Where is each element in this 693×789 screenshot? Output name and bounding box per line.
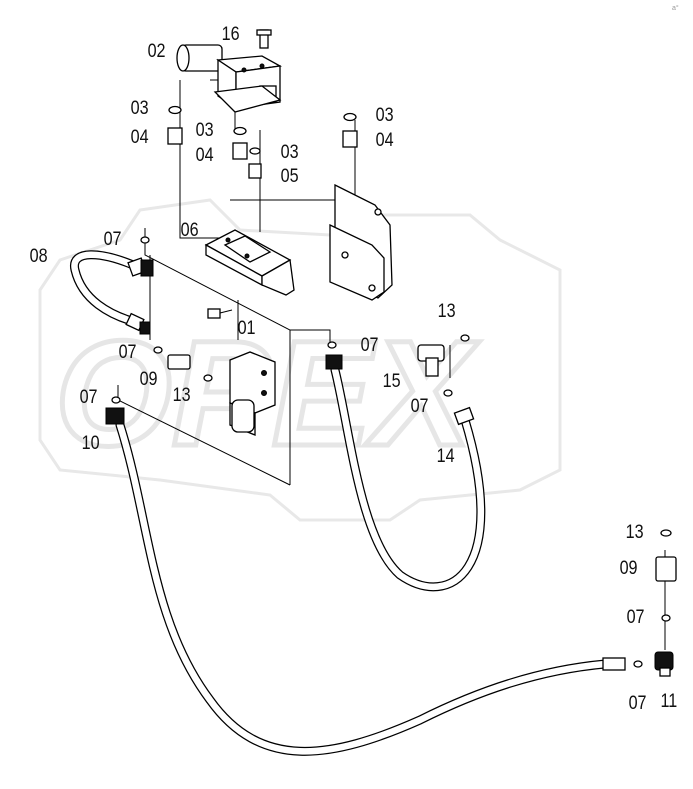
part-label: 13 bbox=[626, 521, 644, 543]
part-label: 08 bbox=[30, 245, 48, 267]
bracket bbox=[204, 229, 295, 296]
valve-assembly bbox=[176, 29, 283, 113]
part-label: 14 bbox=[437, 445, 455, 467]
part-label: 07 bbox=[80, 386, 98, 408]
part-label: 07 bbox=[411, 395, 429, 417]
corner-mark: a° bbox=[672, 4, 679, 12]
part-label: 04 bbox=[131, 126, 149, 148]
part-label: 11 bbox=[660, 690, 677, 712]
part-label: 02 bbox=[148, 40, 166, 62]
part-label: 03 bbox=[281, 141, 299, 163]
fittings-right bbox=[654, 529, 677, 677]
part-label: 03 bbox=[376, 104, 394, 126]
hose-14 bbox=[325, 341, 486, 592]
part-label: 09 bbox=[140, 368, 158, 390]
part-label: 07 bbox=[104, 228, 122, 250]
part-label: 05 bbox=[281, 165, 299, 187]
part-label: 16 bbox=[222, 23, 240, 45]
fittings-top bbox=[167, 105, 358, 179]
tee-fitting bbox=[417, 334, 470, 397]
part-label: 13 bbox=[173, 384, 191, 406]
part-label: 03 bbox=[196, 119, 214, 141]
part-label: 07 bbox=[629, 692, 647, 714]
part-label: 04 bbox=[376, 129, 394, 151]
part-label: 07 bbox=[627, 606, 645, 628]
hose-08 bbox=[70, 236, 154, 335]
part-label: 07 bbox=[361, 334, 379, 356]
mounting-plate bbox=[329, 183, 393, 301]
bolt bbox=[207, 308, 233, 319]
part-label: 04 bbox=[196, 144, 214, 166]
part-label: 13 bbox=[438, 300, 456, 322]
adapter-left bbox=[153, 346, 213, 382]
part-label: 03 bbox=[131, 97, 149, 119]
part-label: 15 bbox=[383, 370, 401, 392]
part-labels: 16 02 03 04 03 04 03 05 03 04 06 07 08 0… bbox=[30, 23, 678, 714]
part-label: 06 bbox=[181, 219, 199, 241]
part-label: 10 bbox=[82, 432, 100, 454]
hose-10 bbox=[105, 396, 643, 756]
part-label: 01 bbox=[238, 317, 256, 339]
part-label: 09 bbox=[620, 557, 638, 579]
solenoid-valve bbox=[229, 351, 276, 436]
part-label: 07 bbox=[119, 341, 137, 363]
